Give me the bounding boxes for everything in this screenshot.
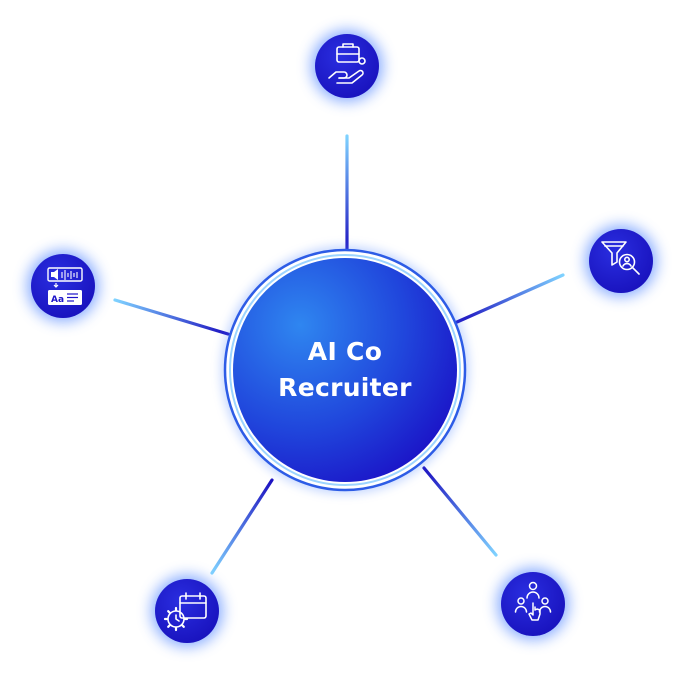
- svg-text:Aa: Aa: [51, 295, 64, 305]
- speech-to-text-icon: Aa: [47, 267, 83, 305]
- people-pointer-icon: [514, 581, 552, 621]
- connector-bottom-left: [210, 478, 274, 575]
- node-top: [311, 30, 383, 102]
- funnel-search-icon: [601, 241, 640, 275]
- connector-right: [455, 273, 565, 324]
- connectors: [113, 134, 565, 575]
- hub: [221, 246, 469, 494]
- connector-bottom-right: [422, 466, 498, 557]
- node-bottom-left: [151, 575, 223, 647]
- node-left: Aa: [27, 250, 99, 322]
- calendar-clock-gear-icon: [163, 592, 207, 632]
- connector-left: [113, 298, 230, 336]
- node-bottom-right: [497, 568, 569, 640]
- briefcase-hand-icon: [328, 43, 366, 84]
- hub-core: [233, 258, 457, 482]
- node-right: [585, 225, 657, 297]
- hub-inner-ring: [229, 254, 461, 486]
